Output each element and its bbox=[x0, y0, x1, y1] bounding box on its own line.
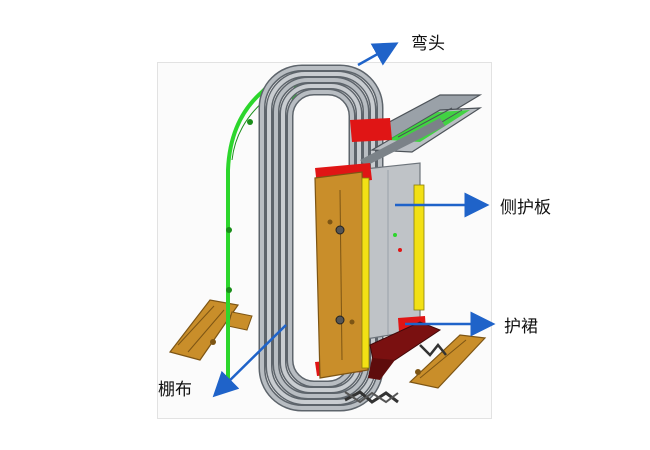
left-mount-plate bbox=[168, 299, 253, 361]
skirt-label: 护裙 bbox=[504, 317, 538, 337]
arrow-icon bbox=[357, 42, 399, 67]
scissor-linkage bbox=[344, 342, 447, 404]
elbow-label: 弯头 bbox=[411, 34, 445, 54]
side-guard-label: 侧护板 bbox=[500, 198, 551, 218]
arrow-icon bbox=[212, 324, 287, 398]
canopy-label: 棚布 bbox=[158, 380, 192, 400]
skirt-piece bbox=[368, 321, 442, 380]
callout-arrows bbox=[212, 42, 496, 398]
front-panel bbox=[314, 171, 370, 379]
